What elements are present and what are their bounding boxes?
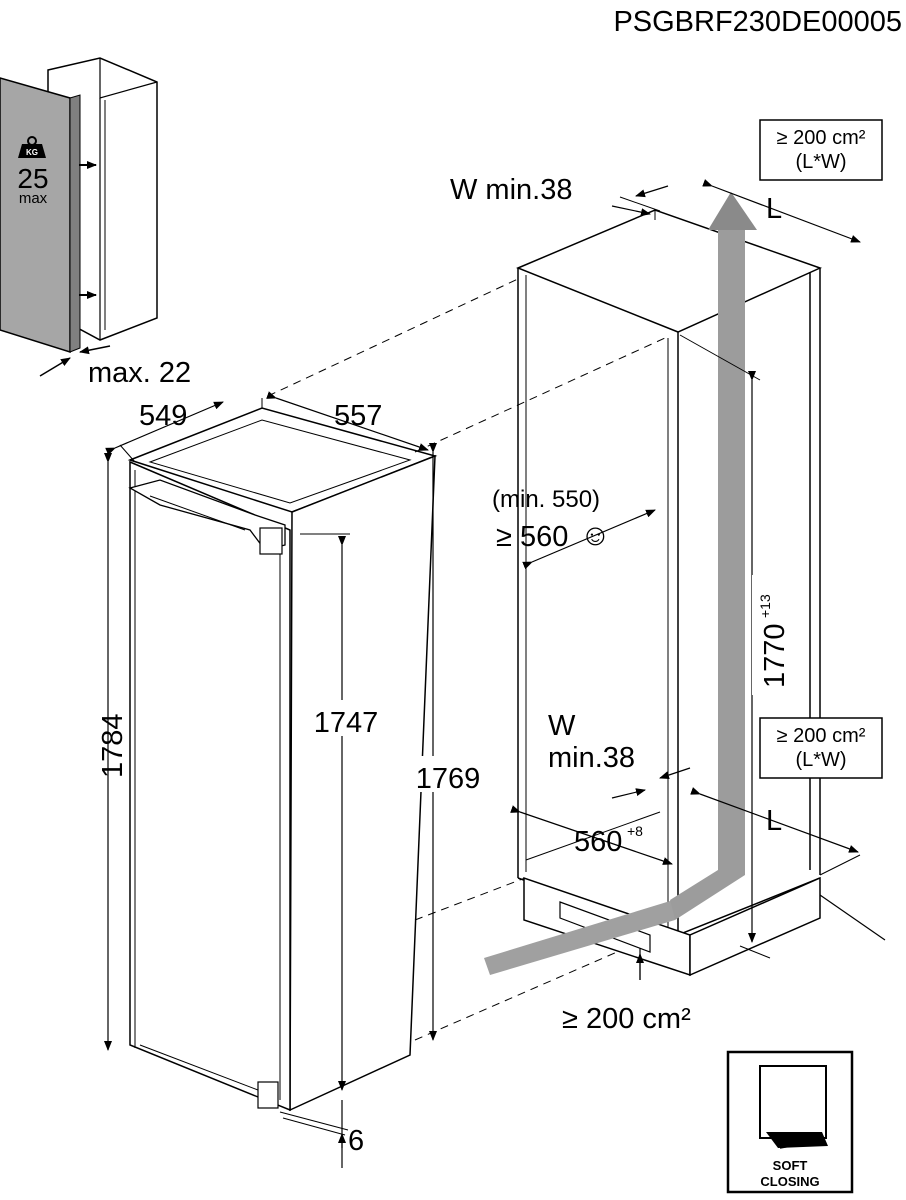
niche-drawing (516, 209, 886, 977)
height-appliance-label: 1769 (416, 763, 481, 795)
vent-top-box: ≥ 200 cm² (L*W) (759, 119, 883, 181)
appliance-drawing (127, 407, 438, 1112)
appliance-dimensions (104, 391, 437, 1168)
gap-bottom-w-label: W (548, 710, 576, 742)
depth-min-label: (min. 550) (492, 486, 600, 513)
length-top-label: L (766, 193, 782, 225)
width-tol-label: +8 (627, 823, 643, 839)
length-bottom-label: L (766, 805, 782, 837)
vent-bottom-label: ≥ 200 cm² (562, 1003, 691, 1035)
weight-icon: KG (18, 136, 46, 158)
weight-unit: max (19, 190, 48, 207)
weight-badge: KG (26, 148, 38, 157)
vent-mid-box: ≥ 200 cm² (L*W) (759, 717, 883, 779)
door-icon (759, 1065, 827, 1139)
weight-value: 25 (17, 163, 48, 194)
vent-mid-line2: (L*W) (795, 749, 846, 771)
depth-label: 549 (139, 400, 187, 432)
vent-mid-line1: ≥ 200 cm² (777, 725, 866, 747)
gap-top-label: W min.38 (450, 174, 572, 206)
vent-top-line2: (L*W) (795, 151, 846, 173)
soft-closing-badge: SOFT CLOSING (726, 1050, 854, 1194)
document-code: PSGBRF230DE00005 (613, 6, 902, 38)
door-panel-illustration: KG 25 max (0, 57, 158, 377)
height-tol-label: +13 (757, 594, 773, 618)
width-label: 557 (334, 400, 382, 432)
soft-closing-line1: SOFT (773, 1158, 808, 1173)
height-door-label: 1747 (314, 707, 379, 739)
bottom-offset-label: 6 (348, 1125, 364, 1157)
soft-closing-line2: CLOSING (760, 1174, 819, 1189)
door-thickness-label: max. 22 (88, 357, 191, 389)
smiley-icon: ☺ (580, 519, 611, 552)
height-total-label: 1784 (97, 713, 129, 778)
projection-lines (267, 277, 666, 1041)
depth-rec-label: ≥ 560 (496, 521, 568, 553)
gap-bottom-min-label: min.38 (548, 742, 635, 774)
height-base-label: 1770 (759, 623, 791, 688)
width-base-label: 560 (574, 826, 622, 858)
vent-top-line1: ≥ 200 cm² (777, 127, 866, 149)
